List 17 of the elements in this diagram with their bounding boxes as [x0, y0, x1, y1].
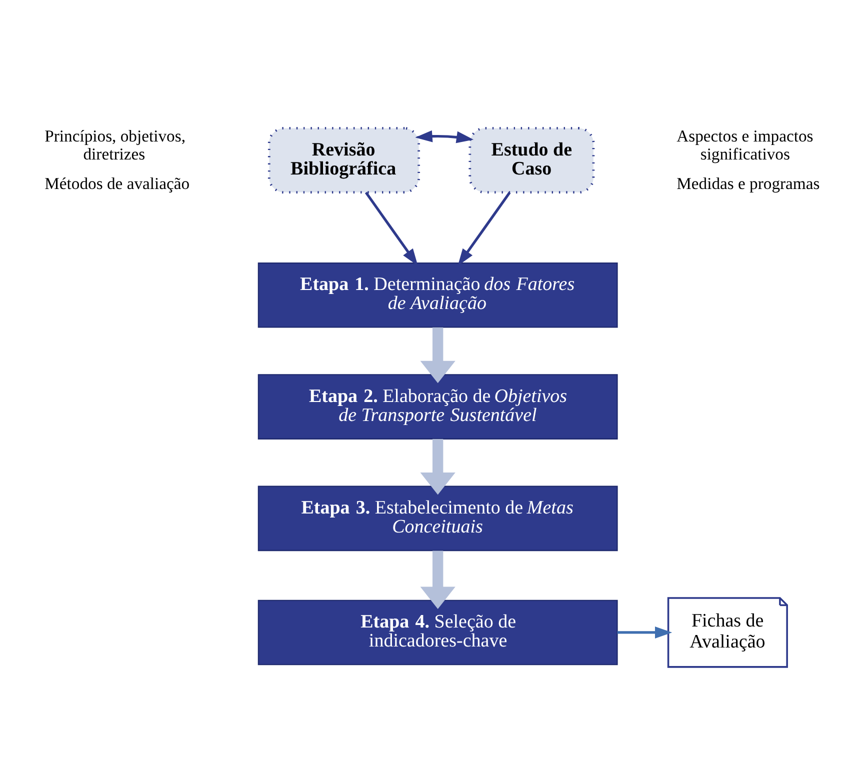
arrow: [420, 550, 455, 609]
arrow: [364, 191, 418, 266]
node-box: Etapa 3. Estabelecimento de Metas Conceituais: [257, 485, 618, 551]
node-box: Etapa 2. Elaboração de Objetivos de Transporte Sustentável: [257, 374, 618, 439]
node-label: Métodos de avaliação: [44, 174, 190, 193]
node-box: Revisão Bibliográfica: [267, 126, 420, 194]
arrow: [457, 191, 510, 266]
arrow: [616, 626, 672, 638]
node-box: Etapa 1. Determinação dos Fatores de Avaliação: [257, 262, 618, 328]
arrow: [420, 438, 455, 494]
arrow: [414, 130, 474, 143]
node-label: Aspectos e impactos significativos: [676, 126, 813, 163]
node-box: Estudo de Caso: [468, 126, 594, 194]
arrow: [420, 326, 455, 383]
node-label: Princípios, objetivos, diretrizes: [44, 126, 185, 163]
node-label: Medidas e programas: [676, 174, 820, 193]
node-box: Etapa 4. Seleção de indicadores-chave: [257, 599, 618, 665]
